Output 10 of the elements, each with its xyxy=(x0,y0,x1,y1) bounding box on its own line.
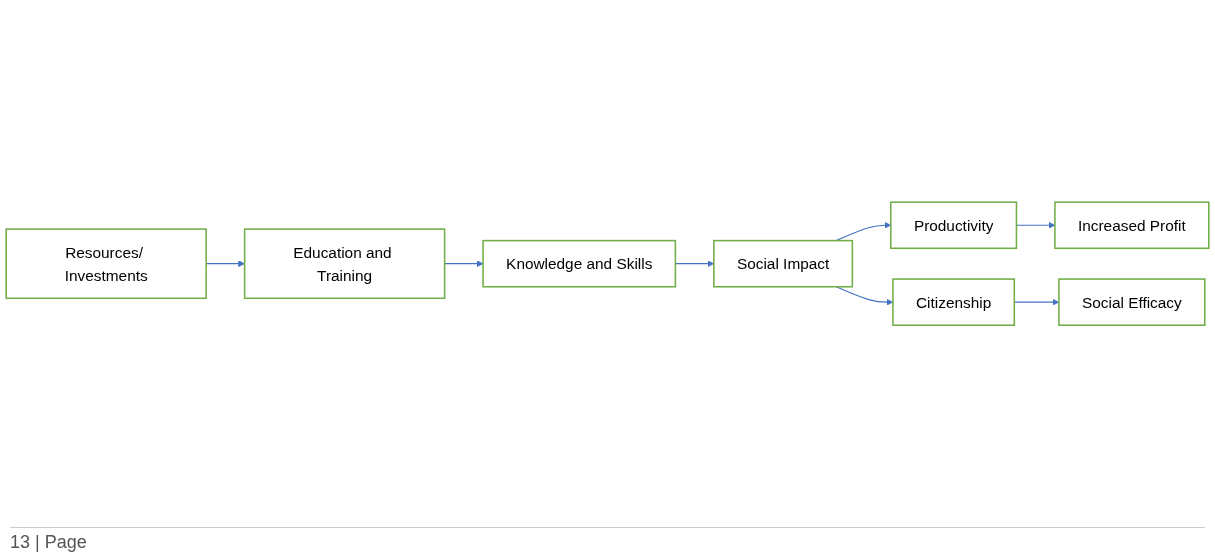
node-box: Social Efficacy xyxy=(1058,278,1206,326)
node-box: Education and Training xyxy=(243,228,446,299)
node-box: Social Impact xyxy=(713,239,854,288)
node-box: Citizenship xyxy=(892,278,1016,326)
arrow xyxy=(444,260,484,267)
node-box: Knowledge and Skills xyxy=(482,239,677,288)
page-footer: 13 | Page xyxy=(10,532,87,552)
node-box: Increased Profit xyxy=(1054,201,1210,249)
node-box: Productivity xyxy=(890,201,1018,249)
node-box: Resources/ Investments xyxy=(5,228,207,299)
